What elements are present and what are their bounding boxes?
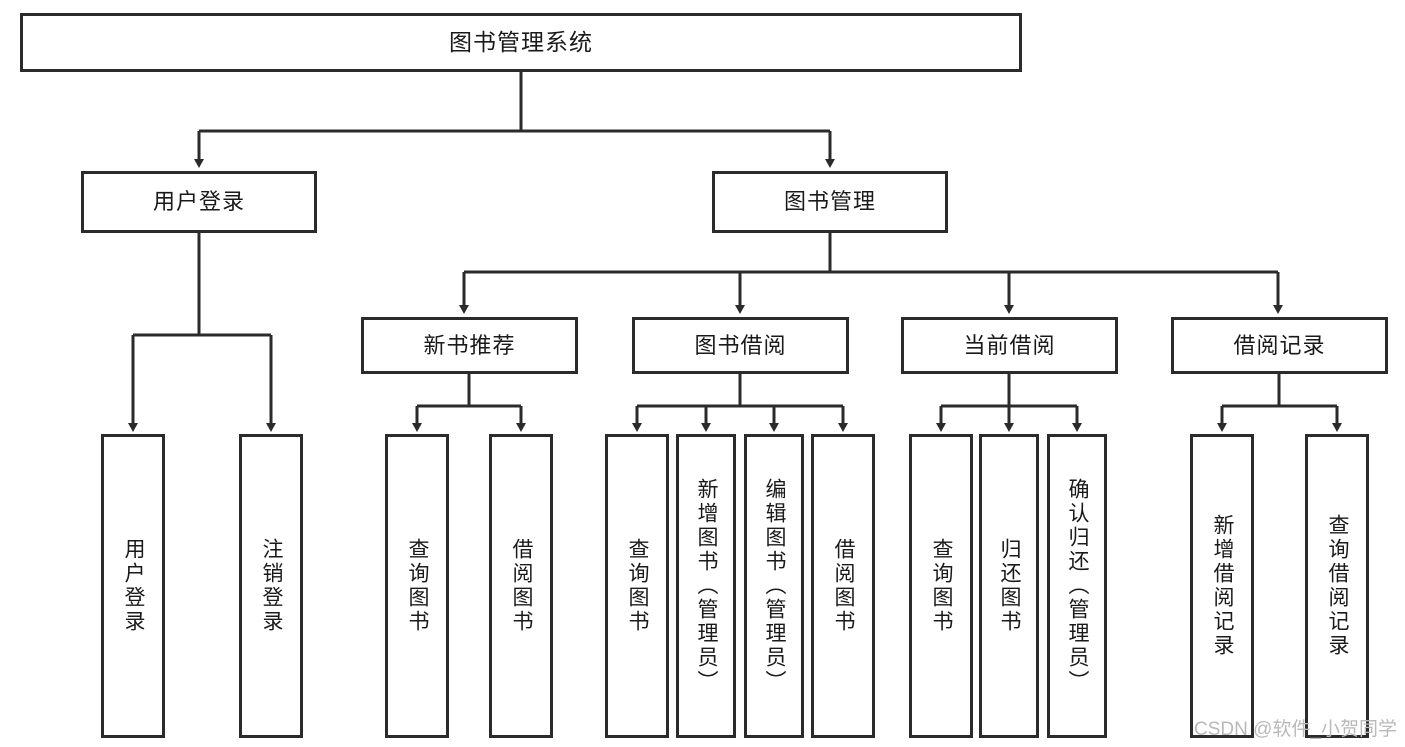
node-label: 用户登录 [122, 538, 146, 634]
node-root-system[interactable]: 图书管理系统 [20, 13, 1022, 72]
node-borrow-record[interactable]: 借阅记录 [1171, 317, 1388, 374]
node-label: 新增借阅记录 [1211, 514, 1235, 658]
node-label: 查询图书 [406, 538, 430, 634]
leaf-borrow-book-recommend[interactable]: 借阅图书 [489, 434, 553, 738]
node-label: 查询借阅记录 [1326, 514, 1350, 658]
leaf-confirm-return-admin[interactable]: 确认归还（管理员） [1047, 434, 1107, 738]
node-label: 借阅图书 [510, 538, 534, 634]
node-label: 当前借阅 [963, 332, 1056, 358]
node-label: 图书管理系统 [449, 29, 593, 56]
leaf-borrow-book[interactable]: 借阅图书 [811, 434, 875, 738]
node-label: 确认归还（管理员） [1066, 478, 1090, 694]
csdn-watermark: CSDN @软件_小贺同学 [1194, 719, 1397, 740]
node-label: 查询图书 [930, 538, 954, 634]
node-user-login[interactable]: 用户登录 [81, 171, 317, 233]
node-label: 注销登录 [260, 538, 284, 634]
node-label: 查询图书 [626, 538, 650, 634]
leaf-query-borrow-record[interactable]: 查询借阅记录 [1305, 434, 1369, 738]
node-book-borrow[interactable]: 图书借阅 [632, 317, 849, 374]
node-new-book-recommend[interactable]: 新书推荐 [361, 317, 578, 374]
node-label: 编辑图书（管理员） [763, 478, 787, 694]
node-label: 借阅图书 [832, 538, 856, 634]
node-book-management[interactable]: 图书管理 [712, 171, 948, 233]
leaf-query-book-borrow[interactable]: 查询图书 [605, 434, 669, 738]
leaf-add-borrow-record[interactable]: 新增借阅记录 [1190, 434, 1254, 738]
leaf-query-book-current[interactable]: 查询图书 [909, 434, 973, 738]
node-label: 图书管理 [783, 189, 876, 215]
node-current-borrow[interactable]: 当前借阅 [901, 317, 1118, 374]
node-label: 新增图书（管理员） [695, 478, 719, 694]
leaf-add-book-admin[interactable]: 新增图书（管理员） [676, 434, 736, 738]
leaf-return-book[interactable]: 归还图书 [979, 434, 1039, 738]
node-label: 借阅记录 [1233, 332, 1326, 358]
node-label: 新书推荐 [423, 332, 516, 358]
leaf-user-logout[interactable]: 注销登录 [239, 434, 303, 738]
leaf-user-login[interactable]: 用户登录 [101, 434, 165, 738]
leaf-edit-book-admin[interactable]: 编辑图书（管理员） [744, 434, 804, 738]
node-label: 归还图书 [998, 538, 1022, 634]
node-label: 图书借阅 [694, 332, 787, 358]
node-label: 用户登录 [152, 189, 245, 215]
leaf-query-book-recommend[interactable]: 查询图书 [385, 434, 449, 738]
